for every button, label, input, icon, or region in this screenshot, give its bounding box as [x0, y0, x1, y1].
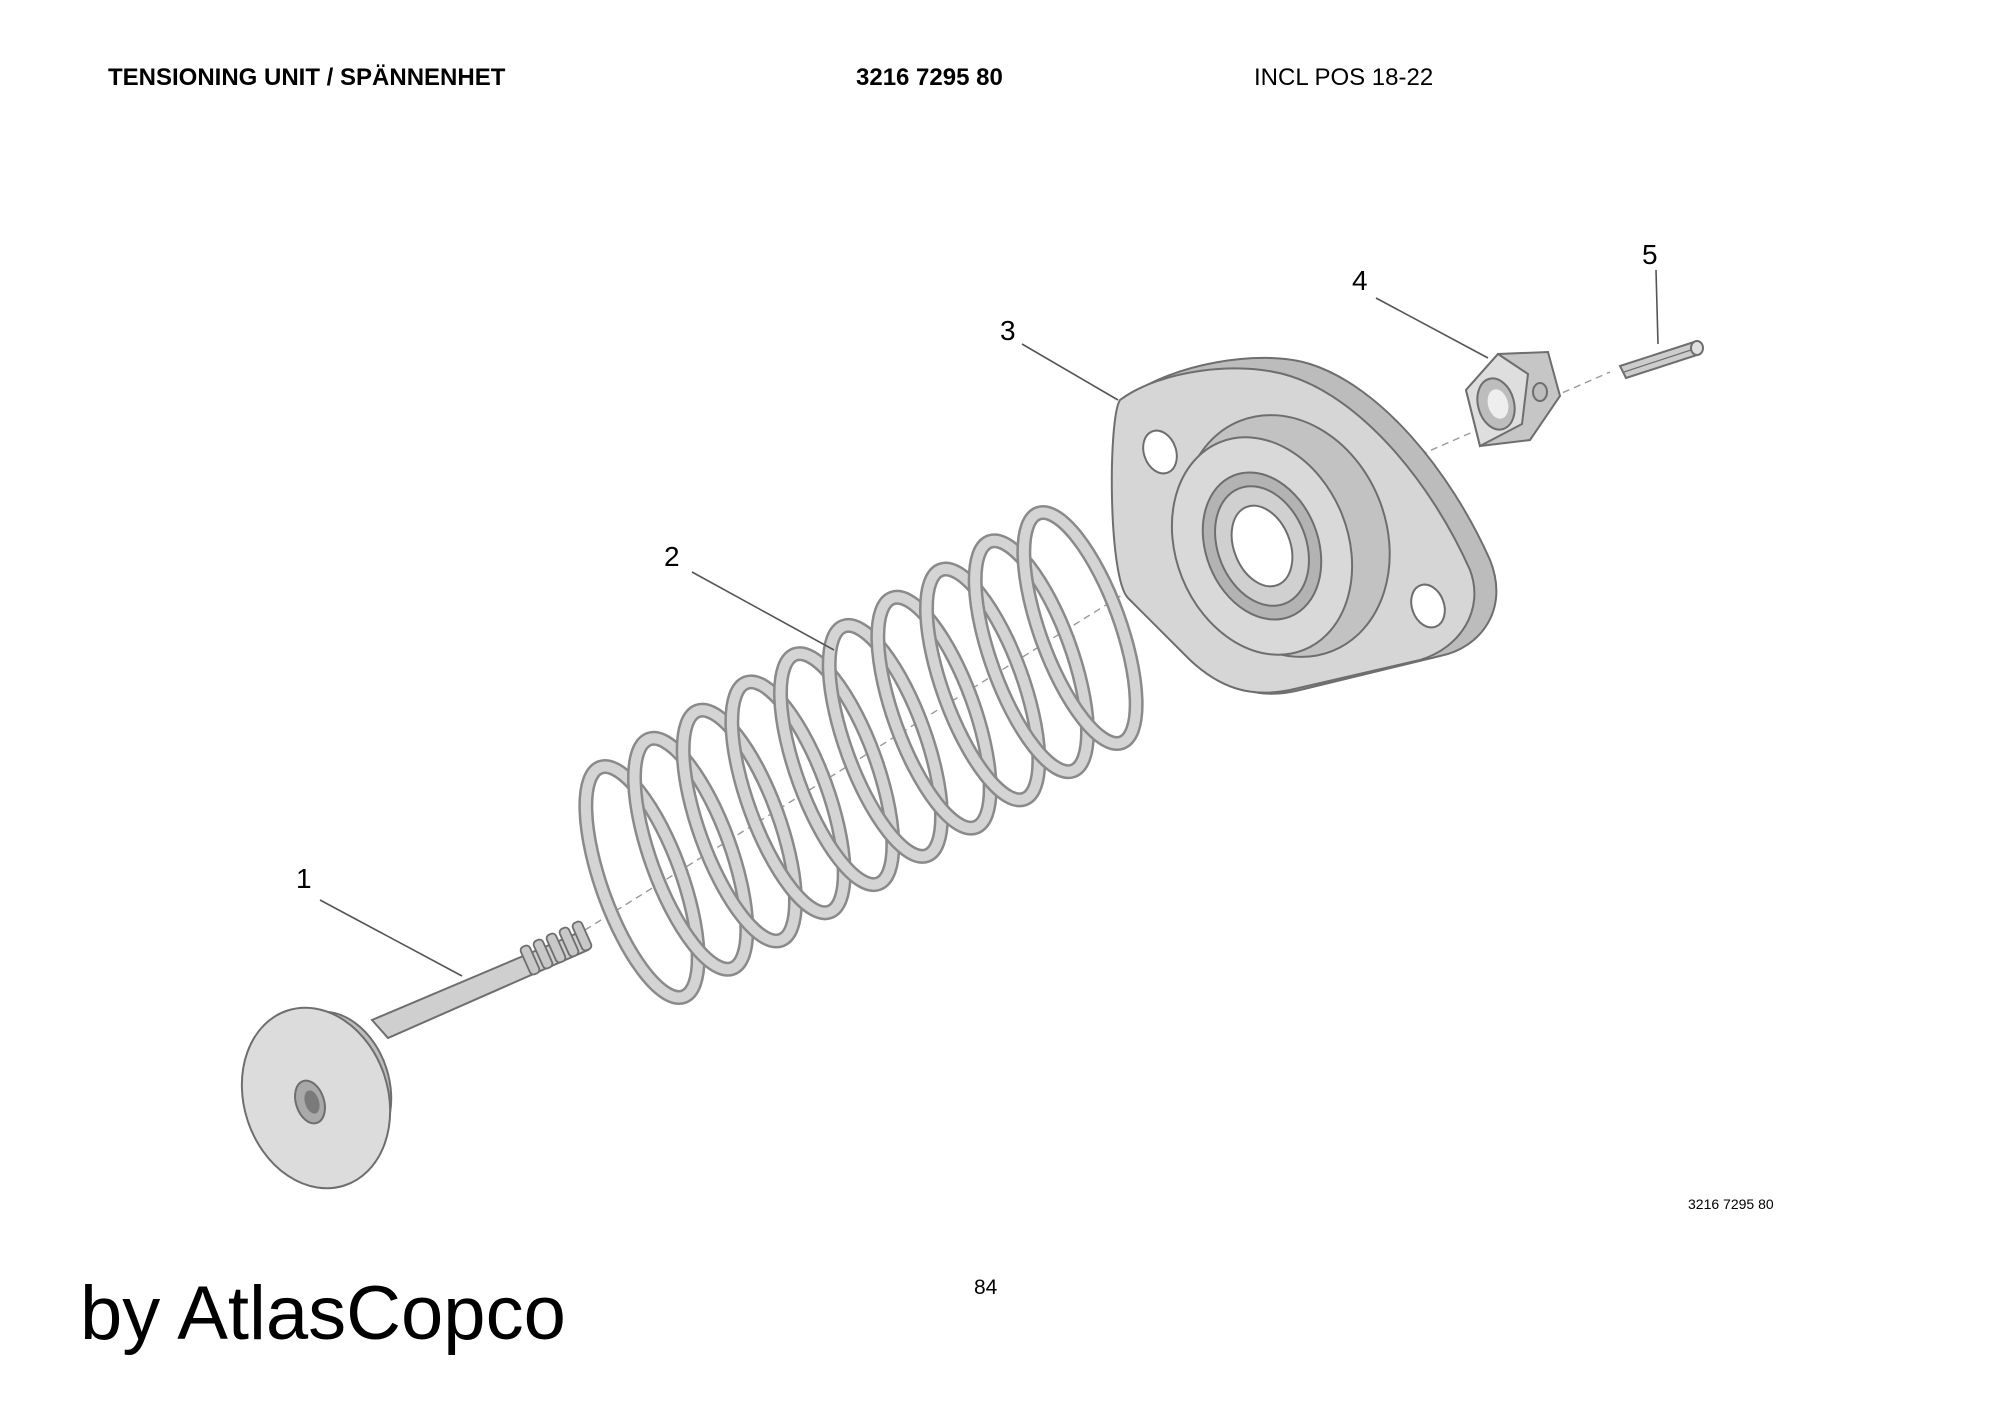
leader-3 — [1021, 343, 1119, 401]
part-1-tension-bolt — [240, 920, 593, 1190]
part-2-compression-spring — [578, 505, 1144, 1005]
included-positions-note: INCL POS 18-22 — [1254, 64, 1434, 91]
callout-4: 4 — [1352, 265, 1368, 296]
leader-4 — [1375, 297, 1489, 359]
part-3-flange-housing — [1110, 356, 1498, 695]
callout-3: 3 — [1000, 315, 1016, 346]
assembly-axis — [584, 371, 1611, 931]
leader-5 — [1655, 269, 1659, 345]
spring-coil — [629, 733, 752, 975]
spring-coil — [580, 761, 704, 1003]
spring-coil — [824, 620, 947, 862]
spring-coil — [921, 563, 1044, 805]
leader-lines — [319, 269, 1659, 977]
callout-1: 1 — [296, 863, 312, 894]
spring-coil — [726, 676, 850, 918]
spring-coil — [970, 535, 1093, 777]
spring-coil — [872, 592, 996, 834]
page-number: 84 — [974, 1276, 998, 1299]
spring-coil — [1018, 507, 1142, 749]
spring-coil — [775, 648, 898, 890]
spring-coil — [678, 705, 801, 947]
callout-5: 5 — [1642, 239, 1658, 270]
part-5-split-pin — [1618, 340, 1704, 380]
brand-watermark: by AtlasCopco — [80, 1271, 566, 1356]
page-title: TENSIONING UNIT / SPÄNNENHET — [108, 64, 506, 91]
callout-2: 2 — [664, 541, 680, 572]
leader-2 — [691, 571, 835, 651]
drawing-reference: 3216 7295 80 — [1688, 1196, 1774, 1212]
part-number: 3216 7295 80 — [856, 64, 1003, 91]
leader-1 — [319, 899, 463, 977]
part-4-hex-nut — [1464, 350, 1562, 448]
